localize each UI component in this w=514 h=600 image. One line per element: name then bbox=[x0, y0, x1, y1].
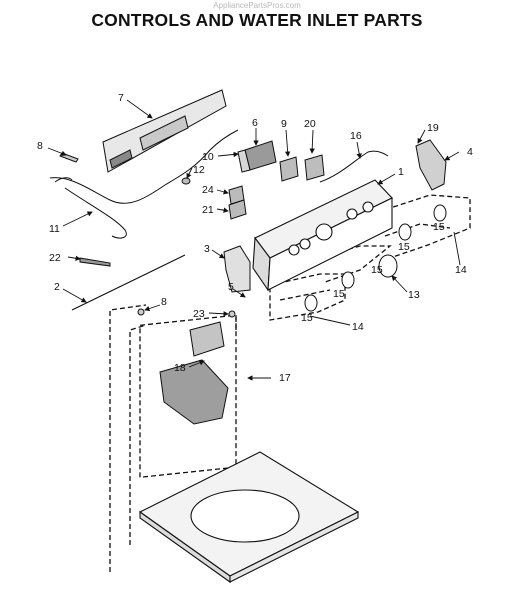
rod-part-22 bbox=[79, 257, 111, 267]
callout-7: 7 bbox=[118, 92, 124, 104]
callout-15-a: 15 bbox=[433, 221, 445, 233]
callout-8-top: 8 bbox=[37, 140, 43, 152]
callout-10: 10 bbox=[202, 151, 214, 163]
callout-8-lower: 8 bbox=[161, 296, 167, 308]
callout-24: 24 bbox=[202, 184, 214, 196]
knobs bbox=[304, 204, 447, 312]
screw-part-8-lower bbox=[137, 308, 145, 316]
callout-17: 17 bbox=[279, 372, 291, 384]
part-21 bbox=[228, 199, 247, 220]
callout-15-e: 15 bbox=[301, 312, 313, 324]
callout-18: 18 bbox=[174, 362, 186, 374]
callout-16: 16 bbox=[350, 130, 362, 142]
callout-1: 1 bbox=[398, 166, 404, 178]
callout-14-lower: 14 bbox=[352, 321, 364, 333]
callout-19: 19 bbox=[427, 122, 439, 134]
callout-15-d: 15 bbox=[333, 288, 345, 300]
callout-12: 12 bbox=[193, 164, 205, 176]
wire-harness bbox=[49, 129, 239, 239]
cabinet-top-panel bbox=[138, 451, 360, 584]
callout-5: 5 bbox=[228, 281, 234, 293]
control-console bbox=[252, 179, 393, 292]
callout-21: 21 bbox=[202, 204, 214, 216]
rod-part-2 bbox=[71, 254, 186, 311]
end-cap-part-3 bbox=[223, 245, 251, 293]
switch-part-20 bbox=[304, 154, 325, 181]
callout-20: 20 bbox=[304, 118, 316, 130]
switch-part-9 bbox=[279, 156, 299, 182]
screw-part-23 bbox=[228, 310, 236, 318]
callout-2: 2 bbox=[54, 281, 60, 293]
callout-23: 23 bbox=[193, 308, 205, 320]
callout-15-c: 15 bbox=[371, 264, 383, 276]
wire-part-16 bbox=[319, 150, 389, 183]
callout-13: 13 bbox=[408, 289, 420, 301]
console-back-panel bbox=[102, 89, 227, 173]
callout-11: 11 bbox=[49, 223, 60, 235]
leader-lines bbox=[47, 99, 461, 381]
callout-15-b: 15 bbox=[398, 241, 410, 253]
water-inlet-valve bbox=[159, 321, 229, 425]
page-title: CONTROLS AND WATER INLET PARTS bbox=[91, 10, 423, 30]
callout-labels: 7 6 9 20 16 19 8 10 12 1 4 24 11 21 15 1… bbox=[37, 92, 473, 384]
callout-22: 22 bbox=[49, 252, 61, 264]
callout-14-right: 14 bbox=[455, 264, 467, 276]
dashed-group-outlines bbox=[109, 194, 471, 572]
callout-9: 9 bbox=[281, 118, 287, 130]
bracket-part-19 bbox=[415, 139, 447, 191]
control-board bbox=[237, 140, 277, 173]
callout-6: 6 bbox=[252, 117, 258, 129]
callout-3: 3 bbox=[204, 243, 210, 255]
screw-part-8 bbox=[59, 152, 79, 163]
watermark: AppliancePartsPros.com bbox=[213, 1, 301, 10]
callout-4: 4 bbox=[467, 146, 473, 158]
grommet-part-12 bbox=[181, 177, 191, 185]
